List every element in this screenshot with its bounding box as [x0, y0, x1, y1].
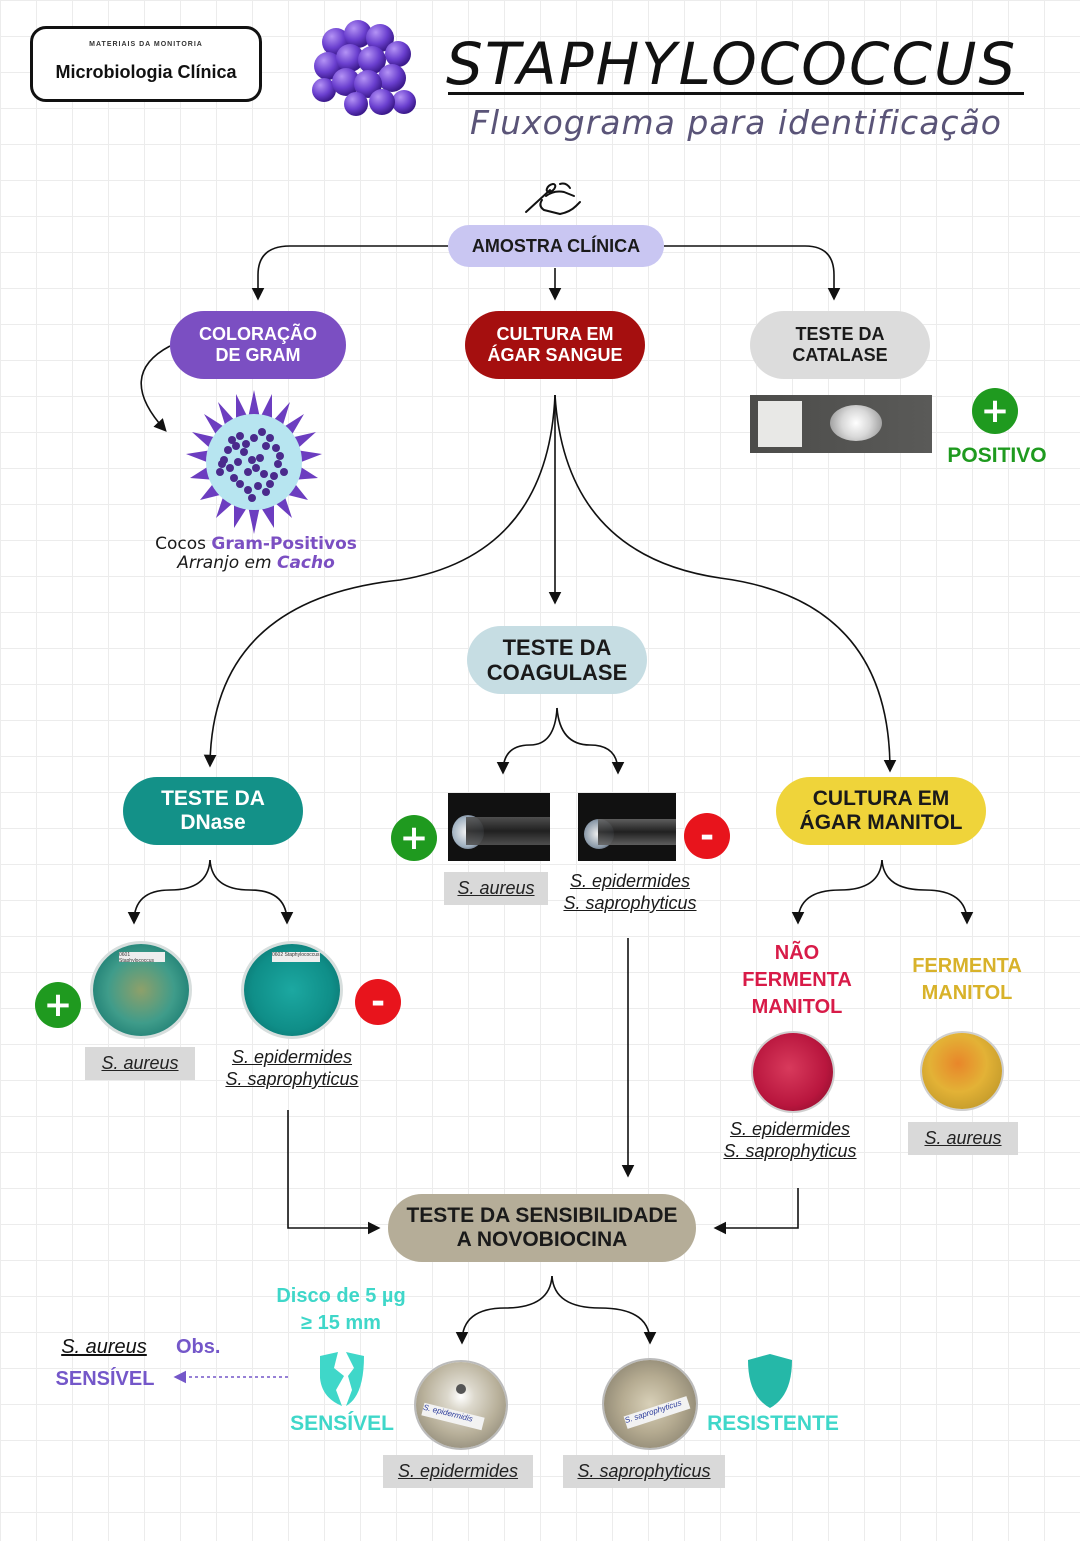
tube-body-neg	[598, 819, 676, 845]
bubbles-drop	[830, 405, 882, 441]
arrow-manitol-to-novo	[713, 1188, 799, 1235]
gram-positive-cocci-illustration	[186, 390, 322, 534]
manitol-sim-species: S. aureus	[908, 1122, 1018, 1155]
node-teste-coagulase: TESTE DA COAGULASE	[467, 626, 647, 694]
arrow-coag-minus	[556, 707, 625, 775]
cacho-highlight: Cacho	[276, 553, 335, 573]
novo-res-species: S. saprophyticus	[563, 1455, 725, 1488]
page-title: STAPHYLOCOCCUS	[446, 30, 1018, 98]
arrow-manitol-sim	[881, 859, 974, 925]
shield-icon	[748, 1354, 792, 1408]
arrow-dnase-to-novo	[287, 1110, 381, 1235]
coagulase-pos-species: S. aureus	[444, 872, 548, 905]
node-coagulase-label: TESTE DA COAGULASE	[486, 634, 628, 685]
novobiocina-sensitive-plate: S. epidermidis	[416, 1362, 506, 1448]
arrow-dnase-plus	[127, 859, 211, 925]
gram-result-text: Cocos Gram-Positivos Arranjo em Cacho	[150, 535, 362, 573]
coagulase-tube-positive	[448, 793, 550, 861]
node-cultura-agar-manitol: CULTURA EM ÁGAR MANITOL	[776, 777, 986, 845]
dnase-minus-sign: -	[355, 979, 401, 1025]
gram-result-line-2: Arranjo em Cacho	[177, 553, 335, 573]
obs-species: S. aureus	[61, 1336, 147, 1358]
coagulase-neg-species: S. epidermides S. saprophyticus	[563, 871, 697, 913]
node-catalase-label: TESTE DA CATALASE	[792, 324, 888, 365]
catalase-result-positivo: POSITIVO	[947, 444, 1047, 467]
node-amostra-label: AMOSTRA CLÍNICA	[471, 235, 641, 256]
dnase-plus-sign: +	[35, 982, 81, 1028]
logo-tagline: MATERIAIS DA MONITORIA	[89, 41, 203, 48]
dnase-pos-species: S. aureus	[85, 1047, 195, 1080]
obs-result: SENSÍVEL	[55, 1368, 155, 1390]
arrow-coag-plus	[496, 707, 558, 775]
novo-disc	[456, 1384, 466, 1394]
dnase-neg-plate-label: 0602 Staphylococcus	[272, 952, 320, 962]
dnase-neg-species: S. epidermides S. saprophyticus	[225, 1047, 359, 1089]
node-coloracao-gram: COLORAÇÃO DE GRAM	[170, 311, 346, 379]
coagulase-minus-sign: -	[684, 813, 730, 859]
swab-hand-icon	[525, 182, 581, 215]
node-gram-label: COLORAÇÃO DE GRAM	[199, 324, 317, 365]
novo-sens-species: S. epidermides	[383, 1455, 533, 1488]
disco-dose: Disco de 5 µg	[276, 1285, 406, 1307]
coagulase-plus-sign: +	[391, 815, 437, 861]
node-teste-novobiocina: TESTE DA SENSIBILIDADE A NOVOBIOCINA	[388, 1194, 696, 1262]
tube-body	[466, 817, 550, 845]
arrow-novo-sens	[455, 1275, 553, 1345]
arrow-to-dnase	[203, 394, 556, 768]
node-teste-catalase: TESTE DA CATALASE	[750, 311, 930, 379]
node-novobiocina-label: TESTE DA SENSIBILIDADE A NOVOBIOCINA	[406, 1203, 678, 1251]
obs-label: Obs.	[176, 1336, 221, 1358]
resistente-label: RESISTENTE	[707, 1412, 839, 1435]
dnase-negative-plate: 0602 Staphylococcus	[244, 944, 340, 1036]
title-underline	[448, 92, 1024, 95]
catalase-plus-sign: +	[972, 388, 1018, 434]
node-manitol-label: CULTURA EM ÁGAR MANITOL	[799, 786, 963, 834]
staphylococcus-cluster-icon	[312, 20, 416, 116]
disco-halo: ≥ 15 mm	[301, 1312, 381, 1334]
logo-title: Microbiologia Clínica	[55, 62, 237, 82]
manitol-nao-species: S. epidermides S. saprophyticus	[723, 1119, 857, 1161]
dnase-positive-plate: 0601 Staphylococcus	[93, 944, 189, 1036]
node-dnase-label: TESTE DA DNase	[161, 786, 265, 834]
disco-info: Disco de 5 µg ≥ 15 mm	[262, 1283, 420, 1337]
fermenta-manitol: FERMENTA MANITOL	[912, 955, 1022, 1004]
novo-sens-plate-label: S. epidermidis	[421, 1402, 485, 1431]
arrow-to-manitol	[554, 394, 897, 773]
arrow-novo-res	[551, 1275, 657, 1345]
node-cultura-sangue-label: CULTURA EM ÁGAR SANGUE	[487, 324, 623, 365]
arrow-to-gram	[251, 245, 448, 301]
arrow-gram-to-cocci	[140, 345, 171, 432]
logo-box: MATERIAIS DA MONITORIA Microbiologia Clí…	[30, 26, 262, 102]
manitol-red-plate	[753, 1033, 833, 1111]
slide-label-area	[758, 401, 802, 447]
gram-result-line-1: Cocos Gram-Positivos	[155, 534, 357, 554]
node-teste-dnase: TESTE DA DNase	[123, 777, 303, 845]
novobiocina-resistant-plate: S. saprophyticus	[604, 1360, 696, 1448]
novo-res-plate-label: S. saprophyticus	[623, 1396, 691, 1429]
node-amostra-clinica: AMOSTRA CLÍNICA	[448, 225, 664, 267]
arrow-manitol-nao	[791, 859, 883, 925]
nao-fermenta-manitol: NÃO FERMENTA MANITOL	[742, 942, 852, 1018]
gram-positive-highlight: Gram-Positivos	[211, 534, 357, 554]
arrow-dnase-minus	[209, 859, 294, 925]
broken-shield-icon	[320, 1352, 364, 1406]
catalase-slide-photo	[750, 395, 932, 453]
sensivel-label: SENSÍVEL	[290, 1412, 394, 1435]
arrow-to-catalase	[664, 245, 841, 301]
manitol-yellow-plate	[922, 1033, 1002, 1109]
dnase-plate-label: 0601 Staphylococcus	[119, 952, 165, 962]
page-subtitle: Fluxograma para identificação	[470, 103, 1002, 142]
coagulase-tube-negative	[578, 793, 676, 861]
node-cultura-agar-sangue: CULTURA EM ÁGAR SANGUE	[465, 311, 645, 379]
